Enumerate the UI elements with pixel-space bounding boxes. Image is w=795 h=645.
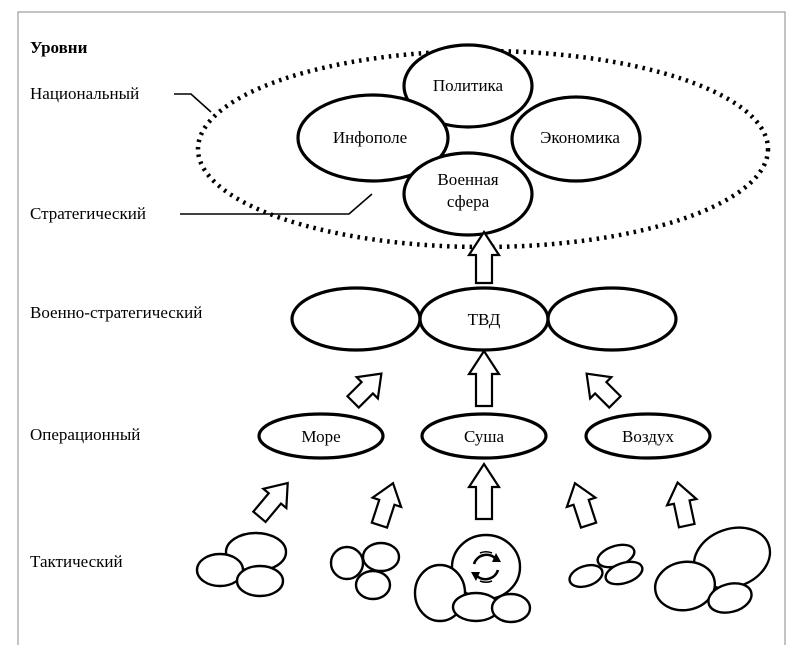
domain-air [584,412,712,460]
level-strategic-label: Стратегический [30,204,146,223]
theater-left [290,286,422,352]
cycle-icon [471,551,501,583]
theater-right [546,286,678,352]
sphere-military [402,151,534,237]
strategic-leader-line [180,193,373,215]
level-operational-label: Операционный [30,425,140,444]
national-boundary [195,48,771,250]
arrow-tactical-5 [665,480,699,529]
tactical-cluster-3 [413,533,532,624]
levels-title: Уровни [30,38,88,57]
sphere-politics [402,43,534,129]
tactical-cluster-2 [329,541,401,601]
arrow-sea-to-theater [345,372,383,410]
national-leader-line [174,93,212,113]
domain-sea-label: Море [301,427,340,446]
arrow-air-to-theater [585,372,623,410]
arrow-tactical-1 [251,481,289,524]
domain-land [420,412,548,460]
tactical-cluster-5 [653,526,772,614]
tactical-cluster-4 [568,543,644,589]
domain-sea [257,412,385,460]
sphere-economy [510,95,642,183]
level-military-strategic-label: Военно-стратегический [30,303,202,322]
arrow-land-to-theater [466,348,502,408]
sphere-military-label-line2: сфера [447,192,490,211]
sphere-economy-label: Экономика [540,128,620,147]
arrow-tactical-4 [565,481,598,529]
arrow-tactical-2 [370,481,403,529]
sphere-politics-label: Политика [433,76,504,95]
sphere-infofield-label: Инфополе [333,128,407,147]
domain-air-label: Воздух [622,427,674,446]
frame-border [17,11,786,645]
level-national-label: Национальный [30,84,139,103]
tactical-cluster-1 [195,531,288,598]
sphere-infofield [296,93,450,183]
level-tactical-label: Тактический [30,552,123,571]
sphere-military-label-line1: Военная [437,170,498,189]
arrow-theater-to-military [466,229,502,285]
arrow-tactical-3 [466,461,502,521]
theater-center-label: ТВД [468,310,501,329]
domain-land-label: Суша [464,427,505,446]
